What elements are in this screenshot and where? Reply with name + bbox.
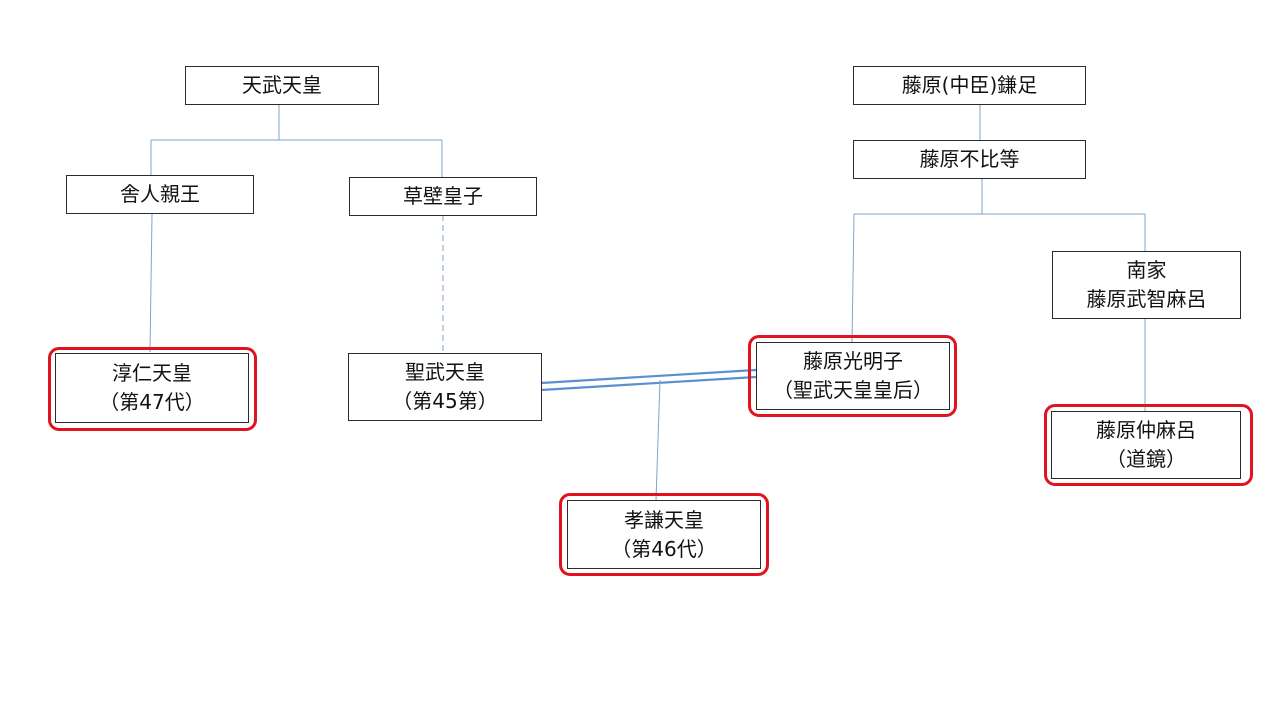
node-toneri-shinno: 舎人親王 bbox=[66, 175, 254, 214]
node-label: 淳仁天皇 bbox=[112, 361, 192, 385]
highlight-junnin bbox=[48, 347, 257, 431]
marriage-line-lower bbox=[540, 375, 757, 392]
marriage-line-upper bbox=[540, 368, 757, 385]
node-fujiwara-nakamaro: 藤原仲麻呂 （道鏡） bbox=[1051, 411, 1241, 479]
node-koken-tenno: 孝謙天皇 （第46代） bbox=[567, 500, 761, 569]
node-tenmu-tenno: 天武天皇 bbox=[185, 66, 379, 105]
connector-toneri-junnin bbox=[149, 213, 153, 353]
node-label: 聖武天皇 bbox=[405, 360, 485, 384]
node-junnin-tenno: 淳仁天皇 （第47代） bbox=[55, 353, 249, 423]
node-label: 天武天皇 bbox=[242, 73, 322, 97]
node-sublabel: 藤原武智麻呂 bbox=[1086, 287, 1207, 311]
connector-to-komyoshi bbox=[851, 213, 855, 344]
node-label: 孝謙天皇 bbox=[624, 507, 704, 532]
node-fujiwara-komyoshi: 藤原光明子 （聖武天皇皇后） bbox=[756, 342, 950, 410]
node-sublabel: （第46代） bbox=[611, 536, 717, 561]
highlight-komyoshi bbox=[748, 335, 957, 417]
node-fujiwara-kamatari: 藤原(中臣)鎌足 bbox=[853, 66, 1086, 105]
node-shomu-tenno: 聖武天皇 （第45第） bbox=[348, 353, 542, 421]
connector-marriage-koken bbox=[655, 379, 661, 501]
node-sublabel: （第45第） bbox=[392, 389, 498, 413]
node-sublabel: （第47代） bbox=[99, 390, 205, 414]
highlight-koken bbox=[559, 493, 769, 576]
node-label: 藤原不比等 bbox=[919, 147, 1020, 171]
node-nanke-muchimaro: 南家 藤原武智麻呂 bbox=[1052, 251, 1241, 319]
node-label: 舎人親王 bbox=[120, 182, 200, 206]
node-sublabel: （道鏡） bbox=[1106, 447, 1186, 471]
highlight-nakamaro bbox=[1044, 404, 1253, 486]
node-label: 藤原光明子 bbox=[803, 349, 903, 373]
node-label: 藤原(中臣)鎌足 bbox=[901, 73, 1038, 97]
node-sublabel: （聖武天皇皇后） bbox=[773, 378, 933, 402]
node-label: 南家 bbox=[1126, 258, 1167, 282]
node-fujiwara-fuhito: 藤原不比等 bbox=[853, 140, 1086, 179]
node-label: 草壁皇子 bbox=[403, 184, 483, 208]
node-label: 藤原仲麻呂 bbox=[1096, 418, 1196, 442]
node-kusakabe-miko: 草壁皇子 bbox=[349, 177, 537, 216]
